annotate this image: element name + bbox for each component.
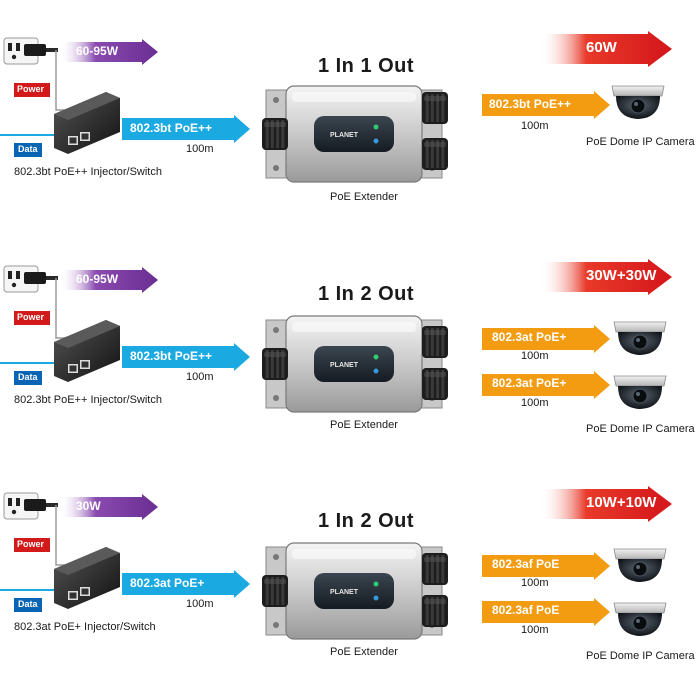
input-poe-arrow [122, 570, 250, 598]
poe-extender-icon: PLANET [262, 85, 448, 183]
section-title: 1 In 2 Out [317, 283, 415, 305]
power-outlet-icon [3, 492, 58, 520]
data-label: Data [18, 599, 38, 609]
input-watt-arrow [62, 494, 158, 520]
output-poe-arrow [482, 552, 610, 580]
poe-injector-icon [54, 320, 120, 382]
dome-camera-icon [611, 85, 665, 119]
output-poe-arrow [482, 91, 610, 119]
output-cable-gland [422, 553, 448, 585]
data-label: Data [18, 144, 38, 154]
output-poe-arrow [482, 598, 610, 626]
output-watt-arrow [540, 486, 672, 522]
power-outlet-icon [3, 265, 58, 293]
power-tag [14, 311, 50, 325]
power-tag [14, 538, 50, 552]
injector-label: 802.3bt PoE++ Injector/Switch [14, 394, 162, 406]
camera-label: PoE Dome IP Camera [586, 423, 695, 435]
input-cable-gland [262, 118, 288, 150]
output-poe-arrow [482, 325, 610, 353]
poe-extender-icon: PLANET [262, 542, 448, 640]
output-distance-label: 100m [521, 120, 549, 132]
output-cable-gland [422, 138, 448, 170]
output-watt-label: 30W+30W [586, 267, 657, 284]
output-standard-label: 802.3af PoE [492, 603, 560, 617]
input-standard-label: 802.3at PoE+ [130, 576, 205, 590]
injector-label: 802.3at PoE+ Injector/Switch [14, 621, 156, 633]
output-distance-label: 100m [521, 350, 549, 362]
power-label: Power [17, 84, 45, 94]
injector-label: 802.3bt PoE++ Injector/Switch [14, 166, 162, 178]
input-watt-label: 30W [76, 499, 101, 513]
diagram-section-3: PLANET [0, 486, 672, 640]
input-watt-arrow [62, 267, 158, 293]
extender-label: PoE Extender [330, 419, 398, 431]
diagram-section-2: PLANET [0, 259, 672, 413]
input-watt-label: 60-95W [76, 44, 119, 58]
input-poe-arrow [122, 115, 250, 143]
extender-label: PoE Extender [330, 646, 398, 658]
output-cable-gland [422, 595, 448, 627]
output-cable-gland [422, 326, 448, 358]
input-distance-label: 100m [186, 143, 214, 155]
output-distance-label: 100m [521, 397, 549, 409]
output-cable-gland [422, 92, 448, 124]
output-watt-label: 10W+10W [586, 494, 657, 511]
poe-injector-icon [54, 92, 120, 154]
dome-camera-icon [613, 548, 667, 582]
poe-extender-icon: PLANET [262, 315, 448, 413]
dome-camera-icon [613, 375, 667, 409]
output-watt-label: 60W [586, 39, 617, 56]
output-watt-arrow [540, 31, 672, 67]
input-watt-arrow [62, 39, 158, 65]
data-tag [14, 143, 42, 157]
dome-camera-icon [613, 602, 667, 636]
input-poe-arrow [122, 343, 250, 371]
output-cable-gland [422, 368, 448, 400]
data-tag [14, 598, 42, 612]
brand-logo: PLANET [330, 589, 359, 596]
input-distance-label: 100m [186, 371, 214, 383]
input-cable-gland [262, 348, 288, 380]
output-distance-label: 100m [521, 624, 549, 636]
power-tag [14, 83, 50, 97]
camera-label: PoE Dome IP Camera [586, 650, 695, 662]
input-standard-label: 802.3bt PoE++ [130, 121, 213, 135]
dome-camera-icon [613, 321, 667, 355]
data-label: Data [18, 372, 38, 382]
power-label: Power [17, 539, 45, 549]
output-watt-arrow [540, 259, 672, 295]
brand-logo: PLANET [330, 132, 359, 139]
section-title: 1 In 1 Out [317, 55, 415, 77]
section-title: 1 In 2 Out [317, 510, 415, 532]
output-poe-arrow [482, 371, 610, 399]
input-standard-label: 802.3bt PoE++ [130, 349, 213, 363]
diagram-section-1: PLANET [0, 31, 672, 183]
output-standard-label: 802.3at PoE+ [492, 376, 567, 390]
data-tag [14, 371, 42, 385]
output-standard-label: 802.3bt PoE++ [489, 97, 572, 111]
brand-logo: PLANET [330, 362, 359, 369]
camera-label: PoE Dome IP Camera [586, 136, 695, 148]
output-standard-label: 802.3at PoE+ [492, 330, 567, 344]
power-outlet-icon [3, 37, 58, 65]
output-standard-label: 802.3af PoE [492, 557, 560, 571]
input-distance-label: 100m [186, 598, 214, 610]
poe-injector-icon [54, 547, 120, 609]
extender-label: PoE Extender [330, 191, 398, 203]
power-label: Power [17, 312, 45, 322]
output-distance-label: 100m [521, 577, 549, 589]
input-watt-label: 60-95W [76, 272, 119, 286]
input-cable-gland [262, 575, 288, 607]
